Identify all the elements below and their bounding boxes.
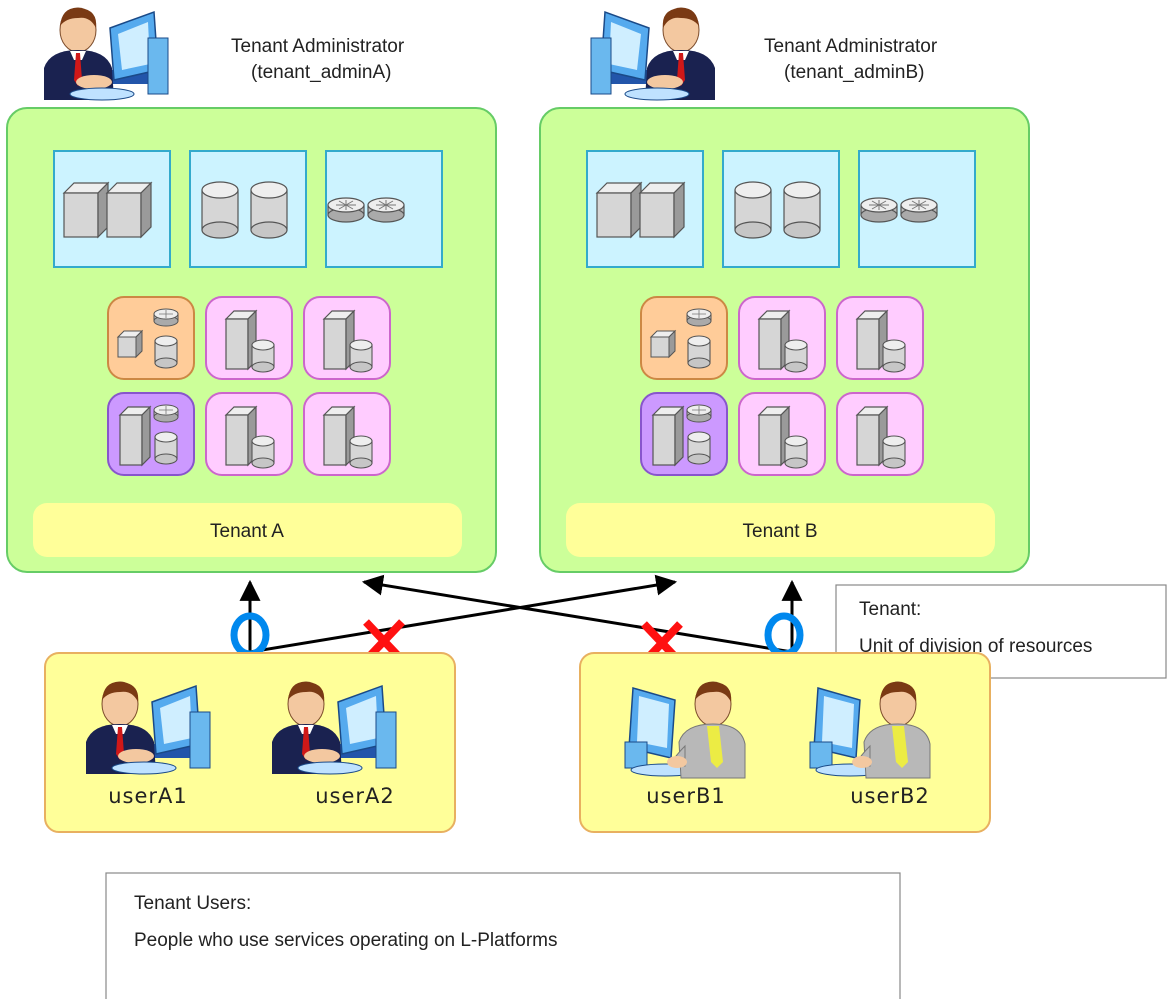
allowed-marks [230,612,804,658]
denied-arrow-a-to-b [249,574,678,654]
tenant-a-admin: Tenant Administrator (tenant_adminA) [43,7,405,101]
user-b2-label: userB2 [850,784,930,808]
tenant-a-resource-pools [53,150,443,268]
admin-a-person-icon [43,7,169,101]
server-pool-icon [63,182,109,238]
storage-pool-icon [734,181,772,239]
storage-pool-icon [201,181,239,239]
tenant-users-note: Tenant Users: People who use services op… [105,872,901,999]
admin-a-id: (tenant_adminA) [251,62,391,83]
allowed-circle-icon [764,612,804,658]
admin-a-title: Tenant Administrator [231,36,405,57]
tenant-b-admin: Tenant Administrator (tenant_adminB) [590,7,938,101]
user-a2-label: userA2 [315,784,395,808]
denied-arrow-b-to-a [361,574,793,654]
tenant-b-label: Tenant B [743,521,818,542]
admin-b-id: (tenant_adminB) [784,62,924,83]
user-b1-label: userB1 [646,784,726,808]
tenant-note-desc: Unit of division of resources [859,636,1092,657]
users-note-title: Tenant Users: [134,893,251,914]
user-a1-label: userA1 [108,784,188,808]
tenant-note-title: Tenant: [859,599,921,620]
admin-b-title: Tenant Administrator [764,36,938,57]
tenant-b-resource-pools [586,150,976,268]
server-pool-icon [596,182,642,238]
tenant-b-block: Tenant B [539,107,1030,573]
access-arrows [239,574,803,654]
user-group-b: userB1 userB2 [579,652,991,833]
users-note-desc: People who use services operating on L-P… [134,930,558,951]
network-pool-icon [327,197,365,223]
user-group-a: userA1 userA2 [44,652,456,833]
tenant-a-block: Tenant A [6,107,497,573]
tenant-a-label: Tenant A [210,521,284,542]
admin-b-person-icon [590,7,716,101]
network-pool-icon [860,197,898,223]
